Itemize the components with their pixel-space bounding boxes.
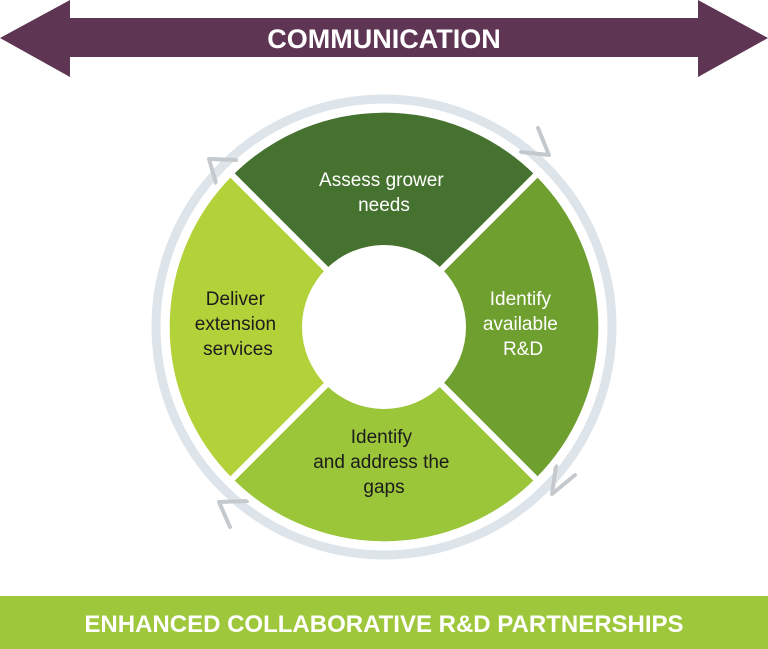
identify-rd-line-3: R&D — [503, 339, 543, 360]
arrowhead-bottom-left-icon — [217, 499, 249, 529]
deliver-line-1: Deliver — [206, 289, 266, 310]
partnerships-banner-label: ENHANCED COLLABORATIVE R&D PARTNERSHIPS — [84, 611, 683, 638]
cycle-center-hub — [302, 245, 466, 409]
identify-rd-line-1: Identify — [490, 289, 552, 310]
assess-line-1: Assess grower — [319, 170, 444, 191]
segment-identify-available-rd — [381, 170, 605, 484]
arrowhead-bottom-right-icon — [550, 464, 577, 496]
communication-label: COMMUNICATION — [267, 24, 500, 54]
cycle-segments — [163, 106, 605, 548]
partnerships-banner: ENHANCED COLLABORATIVE R&D PARTNERSHIPS — [0, 596, 768, 649]
address-gaps-line-3: gaps — [363, 477, 404, 498]
assess-line-2: needs — [358, 195, 410, 216]
identify-address-gaps-label: Identify and address the gaps — [313, 427, 455, 498]
segment-deliver-extension-services — [163, 170, 387, 484]
communication-arrow: COMMUNICATION — [0, 0, 768, 77]
assess-grower-needs-label: Assess grower needs — [319, 170, 449, 216]
identify-rd-line-2: available — [483, 314, 558, 335]
arrowhead-top-right-icon — [519, 126, 551, 157]
segment-assess-grower-needs — [227, 106, 541, 330]
address-gaps-line-2: and address the — [313, 452, 449, 473]
identify-available-rd-label: Identify available R&D — [483, 289, 563, 360]
deliver-line-2: extension — [195, 314, 276, 335]
cycle-arrowheads — [207, 126, 577, 529]
deliver-extension-services-label: Deliver extension services — [195, 289, 282, 360]
arrowhead-top-left-icon — [207, 157, 238, 185]
address-gaps-line-1: Identify — [351, 427, 413, 448]
communication-arrow-shape — [0, 0, 768, 77]
cycle-ring — [151, 94, 617, 560]
segment-identify-address-gaps — [227, 324, 541, 548]
partnerships-banner-background — [0, 596, 768, 649]
deliver-line-3: services — [203, 339, 273, 360]
